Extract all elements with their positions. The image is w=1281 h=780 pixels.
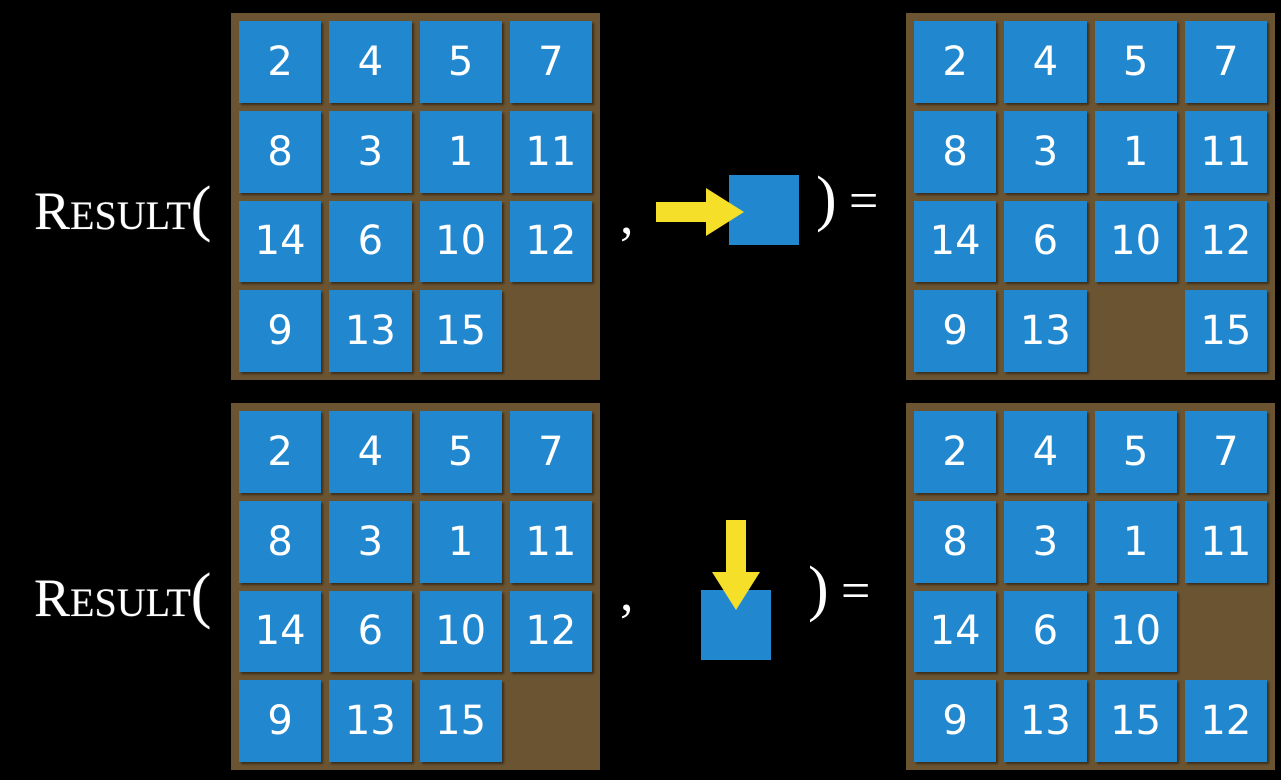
input-board-bottom-grid: 2 4 5 7 8 3 1 11 14 6 10 12 9 13 15 (239, 411, 592, 762)
tile[interactable]: 1 (419, 110, 502, 193)
result-label-bottom: RESULT( (34, 565, 211, 627)
tile[interactable]: 12 (509, 200, 592, 283)
tile[interactable]: 5 (419, 411, 502, 493)
tile[interactable]: 11 (509, 500, 592, 583)
tile[interactable]: 14 (239, 200, 322, 283)
input-board-top-grid: 2 4 5 7 8 3 1 11 14 6 10 12 9 13 15 (239, 21, 592, 372)
close-paren-bottom: ) (808, 555, 829, 623)
tile[interactable]: 12 (1184, 680, 1267, 762)
tile[interactable]: 7 (1184, 21, 1267, 103)
equals-sign-top: = (849, 173, 879, 230)
arrow-down-icon (712, 520, 760, 610)
equals-sign-bottom: = (841, 563, 871, 620)
tile[interactable]: 14 (914, 200, 997, 283)
argument-separator-comma-top: , (620, 185, 634, 245)
tile[interactable]: 13 (1004, 680, 1087, 762)
tile[interactable]: 9 (239, 290, 322, 372)
tile[interactable]: 6 (329, 590, 412, 673)
tile[interactable]: 1 (1094, 500, 1177, 583)
tile[interactable]: 12 (509, 590, 592, 673)
tile[interactable]: 10 (1094, 200, 1177, 283)
tile[interactable]: 14 (914, 590, 997, 673)
output-board-top: 2 4 5 7 8 3 1 11 14 6 10 12 9 13 15 (906, 13, 1275, 380)
result-label-bottom-rest: ESULT (70, 580, 191, 625)
tile[interactable]: 13 (1004, 290, 1087, 372)
output-board-top-grid: 2 4 5 7 8 3 1 11 14 6 10 12 9 13 15 (914, 21, 1267, 372)
tile[interactable]: 15 (419, 290, 502, 372)
tile[interactable]: 10 (419, 590, 502, 673)
blank-cell (1095, 290, 1177, 372)
arrow-right-icon (656, 188, 744, 236)
tile[interactable]: 7 (509, 411, 592, 493)
tile[interactable]: 9 (914, 290, 997, 372)
tile[interactable]: 3 (1004, 500, 1087, 583)
tile[interactable]: 7 (1184, 411, 1267, 493)
move-right-action[interactable] (650, 170, 810, 260)
tile[interactable]: 13 (329, 680, 412, 762)
tile[interactable]: 7 (509, 21, 592, 103)
output-board-bottom: 2 4 5 7 8 3 1 11 14 6 10 9 13 15 12 (906, 403, 1275, 770)
tile[interactable]: 9 (914, 680, 997, 762)
tile[interactable]: 11 (509, 110, 592, 193)
tile[interactable]: 2 (914, 411, 997, 493)
result-label-top: RESULT( (34, 178, 211, 240)
tile[interactable]: 2 (239, 411, 322, 493)
tile[interactable]: 8 (914, 110, 997, 193)
tile[interactable]: 9 (239, 680, 322, 762)
tile[interactable]: 4 (329, 411, 412, 493)
tile[interactable]: 2 (239, 21, 322, 103)
tile[interactable]: 6 (1004, 590, 1087, 673)
blank-cell (510, 290, 592, 372)
tile[interactable]: 8 (914, 500, 997, 583)
tile[interactable]: 3 (1004, 110, 1087, 193)
tile[interactable]: 4 (1004, 411, 1087, 493)
tile[interactable]: 6 (329, 200, 412, 283)
tile[interactable]: 5 (1094, 411, 1177, 493)
tile[interactable]: 13 (329, 290, 412, 372)
tile[interactable]: 15 (419, 680, 502, 762)
tile[interactable]: 10 (1094, 590, 1177, 673)
result-label-bottom-open-paren: ( (190, 562, 212, 630)
output-board-bottom-grid: 2 4 5 7 8 3 1 11 14 6 10 9 13 15 12 (914, 411, 1267, 762)
tile[interactable]: 1 (419, 500, 502, 583)
blank-cell (510, 680, 592, 762)
tile[interactable]: 15 (1184, 290, 1267, 372)
result-label-top-initial: R (34, 181, 71, 241)
move-down-action[interactable] (690, 500, 810, 675)
tile[interactable]: 11 (1184, 110, 1267, 193)
result-label-top-rest: ESULT (70, 193, 191, 238)
input-board-bottom: 2 4 5 7 8 3 1 11 14 6 10 12 9 13 15 (231, 403, 600, 770)
tile[interactable]: 5 (419, 21, 502, 103)
tile[interactable]: 2 (914, 21, 997, 103)
tile[interactable]: 5 (1094, 21, 1177, 103)
tile[interactable]: 10 (419, 200, 502, 283)
tile[interactable]: 3 (329, 500, 412, 583)
tile[interactable]: 12 (1184, 200, 1267, 283)
tile[interactable]: 14 (239, 590, 322, 673)
blank-cell (1185, 591, 1267, 673)
tile[interactable]: 8 (239, 110, 322, 193)
tile[interactable]: 3 (329, 110, 412, 193)
tile[interactable]: 11 (1184, 500, 1267, 583)
tile[interactable]: 4 (329, 21, 412, 103)
result-label-bottom-initial: R (34, 568, 71, 628)
close-paren-top: ) (816, 165, 837, 233)
tile[interactable]: 6 (1004, 200, 1087, 283)
tile[interactable]: 15 (1094, 680, 1177, 762)
tile[interactable]: 8 (239, 500, 322, 583)
result-label-top-open-paren: ( (190, 175, 212, 243)
argument-separator-comma-bottom: , (620, 562, 634, 622)
input-board-top: 2 4 5 7 8 3 1 11 14 6 10 12 9 13 15 (231, 13, 600, 380)
tile[interactable]: 1 (1094, 110, 1177, 193)
tile[interactable]: 4 (1004, 21, 1087, 103)
